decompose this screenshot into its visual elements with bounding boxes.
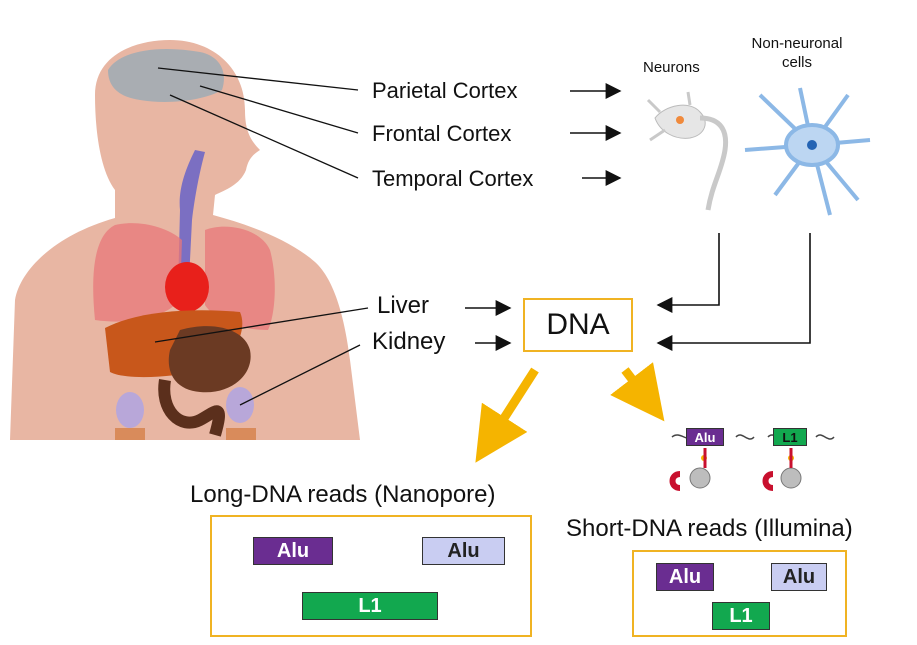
- stomach: [168, 326, 251, 393]
- label-parietal-cortex: Parietal Cortex: [372, 78, 518, 103]
- left-kidney: [116, 392, 144, 428]
- short-read-alu-light: Alu: [771, 563, 827, 591]
- short-read-l1: L1: [712, 602, 770, 630]
- organ-leader-lines: [154, 67, 369, 406]
- probe-l1: L1: [773, 428, 807, 446]
- heart: [165, 262, 209, 312]
- left-lung: [93, 223, 182, 322]
- human-body-illustration: [10, 40, 360, 440]
- long-read-alu-dark: Alu: [253, 537, 333, 565]
- probe-alu: Alu: [686, 428, 724, 446]
- label-non-neuronal-cells: Non-neuronal cells: [751, 35, 843, 71]
- left-adrenal: [115, 428, 145, 440]
- label-frontal-cortex: Frontal Cortex: [372, 121, 512, 146]
- dna-label: DNA: [546, 308, 610, 341]
- label-kidney: Kidney: [372, 328, 446, 355]
- non-neuronal-cell-illustration: [744, 87, 871, 216]
- cell-to-dna-arrows: [656, 233, 811, 351]
- cortex-arrows: [465, 83, 622, 351]
- label-liver: Liver: [377, 292, 430, 319]
- right-lung: [205, 226, 275, 330]
- long-reads-title: Long-DNA reads (Nanopore): [190, 481, 496, 508]
- short-read-alu-dark: Alu: [656, 563, 714, 591]
- long-read-alu-light: Alu: [422, 537, 505, 565]
- dna-box: DNA: [523, 298, 633, 352]
- long-read-l1: L1: [302, 592, 438, 620]
- short-reads-title: Short-DNA reads (Illumina): [566, 515, 853, 542]
- capture-probes: [669, 434, 835, 491]
- right-adrenal: [226, 428, 256, 440]
- brain: [108, 49, 224, 102]
- yellow-arrows: [475, 362, 665, 463]
- neuron-illustration: [646, 91, 729, 211]
- intestine: [158, 379, 225, 437]
- label-neurons: Neurons: [643, 59, 700, 76]
- label-temporal-cortex: Temporal Cortex: [372, 166, 534, 191]
